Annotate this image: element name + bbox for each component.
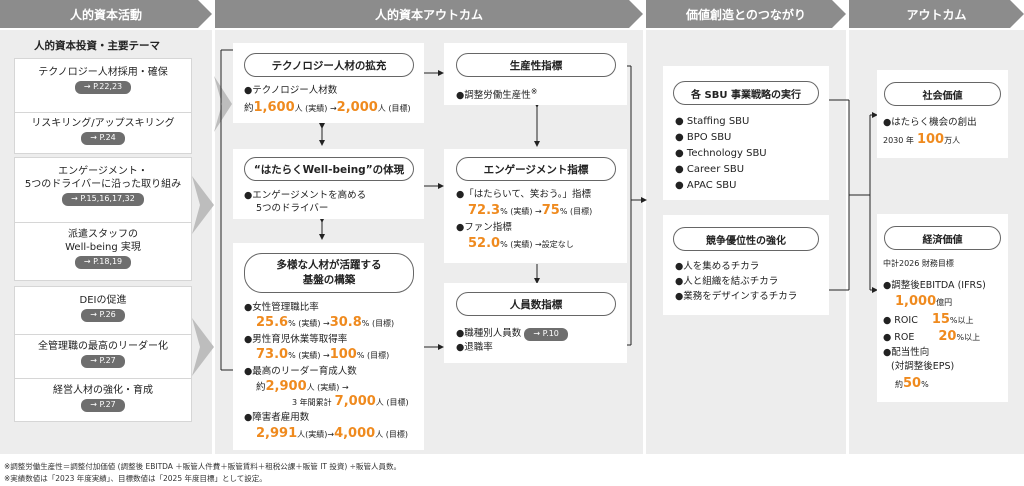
leader-label: ●最高のリーダー育成人数 bbox=[244, 366, 357, 377]
pill-headcount: 人員数指標 bbox=[456, 292, 616, 316]
column-header-hc-outcome: 人的資本アウトカム bbox=[215, 0, 643, 28]
payout-sub: (対調整後EPS) bbox=[891, 361, 955, 372]
wellbeing-line1: ●エンゲージメントを高める bbox=[244, 190, 367, 201]
disability-label: ●障害者雇用数 bbox=[244, 412, 310, 423]
social-item: ●はたらく機会の創出 bbox=[883, 117, 977, 128]
engagement-item2: ●ファン指標 bbox=[456, 222, 512, 233]
sbu-item-bpo: ● BPO SBU bbox=[675, 132, 732, 143]
economic-subtitle: 中計2026 財務目標 bbox=[883, 259, 954, 268]
women-mgr-label: ●女性管理職比率 bbox=[244, 302, 319, 313]
wellbeing-line2: 5つのドライバー bbox=[256, 203, 329, 214]
comp-item-3: ●業務をデザインするチカラ bbox=[675, 291, 798, 302]
footnote-1: ※調整労働生産性＝調整付加価値 (調整後 EBITDA ＋販管人件費＋販管賃料＋… bbox=[4, 462, 401, 471]
sbu-item-technology: ● Technology SBU bbox=[675, 148, 767, 159]
page-ref-badge[interactable]: → P.15,16,17,32 bbox=[62, 193, 144, 206]
column-header-value: 価値創造とのつながり bbox=[646, 0, 846, 28]
theme-label: 全管理職の最高のリーダー化 bbox=[38, 341, 168, 352]
paternity-label: ●男性育児休業等取得率 bbox=[244, 334, 348, 345]
sbu-item-staffing: ● Staffing SBU bbox=[675, 116, 750, 127]
theme-engagement: エンゲージメント・ 5つのドライバーに沿った取り組み → P.15,16,17,… bbox=[14, 165, 192, 206]
ebitda-value: 1,000億円 bbox=[895, 294, 953, 309]
big-arrow-3 bbox=[192, 318, 214, 376]
theme-label-line1: 派遣スタッフの bbox=[68, 229, 138, 240]
pill-diverse-line2: 基盤の構築 bbox=[302, 274, 356, 286]
payout-value: 約50% bbox=[895, 376, 929, 391]
women-mgr-values: 25.6% (実績) →30.8% (目標) bbox=[256, 315, 395, 330]
page-ref-badge[interactable]: → P.24 bbox=[81, 132, 125, 145]
page-ref-badge[interactable]: → P.27 bbox=[81, 399, 125, 412]
sbu-item-career: ● Career SBU bbox=[675, 164, 745, 175]
theme-label-line2: 5つのドライバーに沿った取り組み bbox=[24, 179, 182, 190]
theme-tech-hiring: テクノロジー人材採用・確保 → P.22,23 bbox=[14, 66, 192, 94]
page-ref-badge[interactable]: → P.27 bbox=[81, 355, 125, 368]
theme-executives: 経営人材の強化・育成 → P.27 bbox=[14, 378, 192, 412]
page-ref-badge[interactable]: → P.26 bbox=[81, 309, 125, 322]
pill-competitive: 競争優位性の強化 bbox=[673, 227, 819, 251]
themes-title: 人的資本投資・主要テーマ bbox=[34, 40, 160, 52]
pill-productivity: 生産性指標 bbox=[456, 53, 616, 77]
tech-talent-item: ●テクノロジー人材数 bbox=[244, 85, 338, 96]
pill-wellbeing: “はたらくWell-being”の体現 bbox=[244, 157, 414, 181]
engagement-values2: 52.0% (実績) →設定なし bbox=[468, 236, 574, 251]
theme-wellbeing: 派遣スタッフの Well-being 実現 → P.18,19 bbox=[14, 222, 192, 269]
engagement-item1: ●「はたらいて、笑おう。」指標 bbox=[456, 189, 592, 200]
paternity-values: 73.0% (実績) →100% (目標) bbox=[256, 347, 390, 362]
theme-label: DEIの促進 bbox=[79, 295, 127, 306]
payout-label: ●配当性向 bbox=[883, 347, 930, 358]
headcount-item2: ●退職率 bbox=[456, 342, 493, 353]
comp-item-2: ●人と組織を結ぶチカラ bbox=[675, 276, 779, 287]
theme-reskilling: リスキリング/アップスキリング → P.24 bbox=[14, 112, 192, 145]
pill-sbu: 各 SBU 事業戦略の実行 bbox=[673, 81, 819, 105]
column-header-outcome: アウトカム bbox=[849, 0, 1024, 28]
page-ref-badge[interactable]: → P.22,23 bbox=[74, 81, 132, 94]
theme-label: リスキリング/アップスキリング bbox=[31, 118, 175, 129]
theme-label-line1: エンゲージメント・ bbox=[58, 166, 148, 177]
footnote-2: ※実績数値は「2023 年度実績」、目標数値は「2025 年度目標」として設定。 bbox=[4, 474, 267, 483]
headcount-item1: ●職種別人員数 → P.10 bbox=[456, 326, 568, 341]
leader-values-1: 約2,900人 (実績) → bbox=[256, 379, 349, 394]
big-arrow-2 bbox=[192, 176, 214, 234]
pill-diverse: 多様な人材が活躍する 基盤の構築 bbox=[244, 253, 414, 293]
theme-leaders: 全管理職の最高のリーダー化 → P.27 bbox=[14, 334, 192, 368]
pill-diverse-line1: 多様な人材が活躍する bbox=[276, 259, 382, 271]
theme-label: テクノロジー人材採用・確保 bbox=[38, 67, 168, 78]
theme-dei: DEIの促進 → P.26 bbox=[14, 294, 192, 322]
big-arrow-1 bbox=[214, 76, 232, 132]
column-header-activities: 人的資本活動 bbox=[0, 0, 212, 28]
tech-talent-values: 約1,600人 (実績) →2,000人 (目標) bbox=[244, 100, 411, 115]
pill-social: 社会価値 bbox=[884, 82, 1001, 106]
pill-engagement: エンゲージメント指標 bbox=[456, 157, 616, 181]
page-ref-badge[interactable]: → P.18,19 bbox=[74, 256, 132, 269]
disability-values: 2,991人(実績)→4,000人 (目標) bbox=[256, 426, 408, 441]
theme-label-line2: Well-being 実現 bbox=[65, 242, 141, 253]
leader-values-2: 3 年間累計 7,000人 (目標) bbox=[292, 394, 409, 409]
page-ref-badge[interactable]: → P.10 bbox=[524, 328, 568, 341]
ebitda-label: ●調整後EBITDA (IFRS) bbox=[883, 280, 986, 291]
theme-label: 経営人材の強化・育成 bbox=[53, 385, 153, 396]
sbu-item-apac: ● APAC SBU bbox=[675, 180, 737, 191]
productivity-item: ●調整労働生産性※ bbox=[456, 87, 538, 102]
pill-economic: 経済価値 bbox=[884, 226, 1001, 250]
pill-tech-talent: テクノロジー人材の拡充 bbox=[244, 53, 414, 77]
engagement-values1: 72.3% (実績) →75% (目標) bbox=[468, 203, 593, 218]
comp-item-1: ●人を集めるチカラ bbox=[675, 261, 760, 272]
social-values: 2030 年 100万人 bbox=[883, 132, 961, 147]
